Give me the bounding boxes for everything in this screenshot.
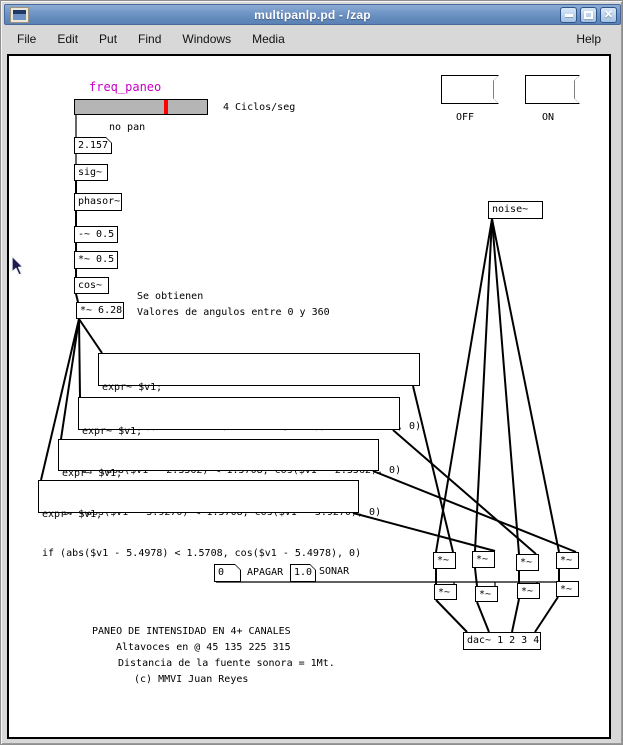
object-times-05[interactable]: *~ 0.5 [74,251,118,269]
slider-knob[interactable] [164,100,168,114]
object-mul-a1[interactable]: *~ [433,552,456,569]
label-apagar: APAGAR [247,567,284,578]
object-expr-225[interactable]: expr~ $v1; if (abs($v1 - 3.9270) < 1.570… [58,439,381,518]
menu-file[interactable]: File [17,32,37,46]
label-off: OFF [456,112,475,123]
comment-note-2: Valores de angulos entre 0 y 360 [137,307,330,318]
freq-number-box[interactable]: 2.157 [74,137,112,154]
object-mul-b3[interactable]: *~ [517,583,540,599]
menu-windows[interactable]: Windows [182,32,232,46]
menu-put[interactable]: Put [99,32,118,46]
close-icon: ✕ [603,8,614,21]
object-phasor[interactable]: phasor~ [74,193,122,211]
menubar: File Edit Put Find Windows Media Help [4,27,621,51]
object-times-628[interactable]: *~ 6.28 [76,302,124,319]
menu-help[interactable]: Help [576,32,601,46]
minimize-icon [564,13,573,17]
maximize-icon [584,11,593,19]
object-mul-b2[interactable]: *~ [475,586,498,602]
minimize-button[interactable] [560,7,577,23]
credit-line-2: Altavoces en @ 45 135 225 315 [116,642,291,653]
window-title: multipanlp.pd - /zap [254,7,371,22]
credit-line-3: Distancia de la fuente sonora = 1Mt. [118,658,335,669]
connection-wires [40,115,577,633]
label-sonar: SONAR [319,566,350,577]
object-expr-45[interactable]: expr~ $v1; if (abs($v1 - 0.7854) < 1.570… [98,353,421,432]
comment-ciclos: 4 Ciclos/seg [223,102,296,113]
object-sig[interactable]: sig~ [74,164,108,181]
menu-media[interactable]: Media [252,32,285,46]
label-on: ON [542,112,555,123]
mouse-cursor-icon [11,255,24,276]
menu-edit[interactable]: Edit [57,32,79,46]
message-dsp-on[interactable]: ; pd dsp 1 [525,75,580,104]
object-expr-135[interactable]: expr~ $v1; if (abs($v1 - 2.3562) < 1.570… [78,397,401,476]
object-mul-b4[interactable]: *~ [556,581,579,597]
maximize-button[interactable] [580,7,597,23]
credit-line-1: PANEO DE INTENSIDAD EN 4+ CANALES [92,626,291,637]
patch-canvas[interactable]: freq_paneo 4 Ciclos/seg no pan 2.157 sig… [7,54,611,739]
object-mul-a3[interactable]: *~ [516,554,539,571]
close-button[interactable]: ✕ [600,7,617,23]
object-noise[interactable]: noise~ [488,201,543,219]
object-mul-b1[interactable]: *~ [434,584,457,600]
message-dsp-off[interactable]: ; pd dsp 0 [441,75,499,104]
freq-slider[interactable] [74,99,208,115]
sonar-number-box[interactable]: 1.0 [290,564,316,582]
comment-note-1: Se obtienen [137,291,204,302]
titlebar[interactable]: multipanlp.pd - /zap ✕ [4,4,621,25]
object-dac[interactable]: dac~ 1 2 3 4 [463,632,541,650]
object-cos[interactable]: cos~ [74,277,109,294]
window-icon[interactable] [10,7,29,23]
freq-paneo-label: freq_paneo [89,80,162,94]
comment-no-pan: no pan [109,122,146,133]
apagar-number-box[interactable]: 0 [214,564,241,582]
object-mul-a4[interactable]: *~ [556,552,579,569]
object-expr-315[interactable]: expr~ $v1; if (abs($v1 - 5.4978) < 1.570… [38,480,361,559]
credit-line-4: (c) MMVI Juan Reyes [134,674,249,685]
object-minus-05[interactable]: -~ 0.5 [74,226,118,243]
object-mul-a2[interactable]: *~ [472,551,495,568]
menu-find[interactable]: Find [138,32,162,46]
